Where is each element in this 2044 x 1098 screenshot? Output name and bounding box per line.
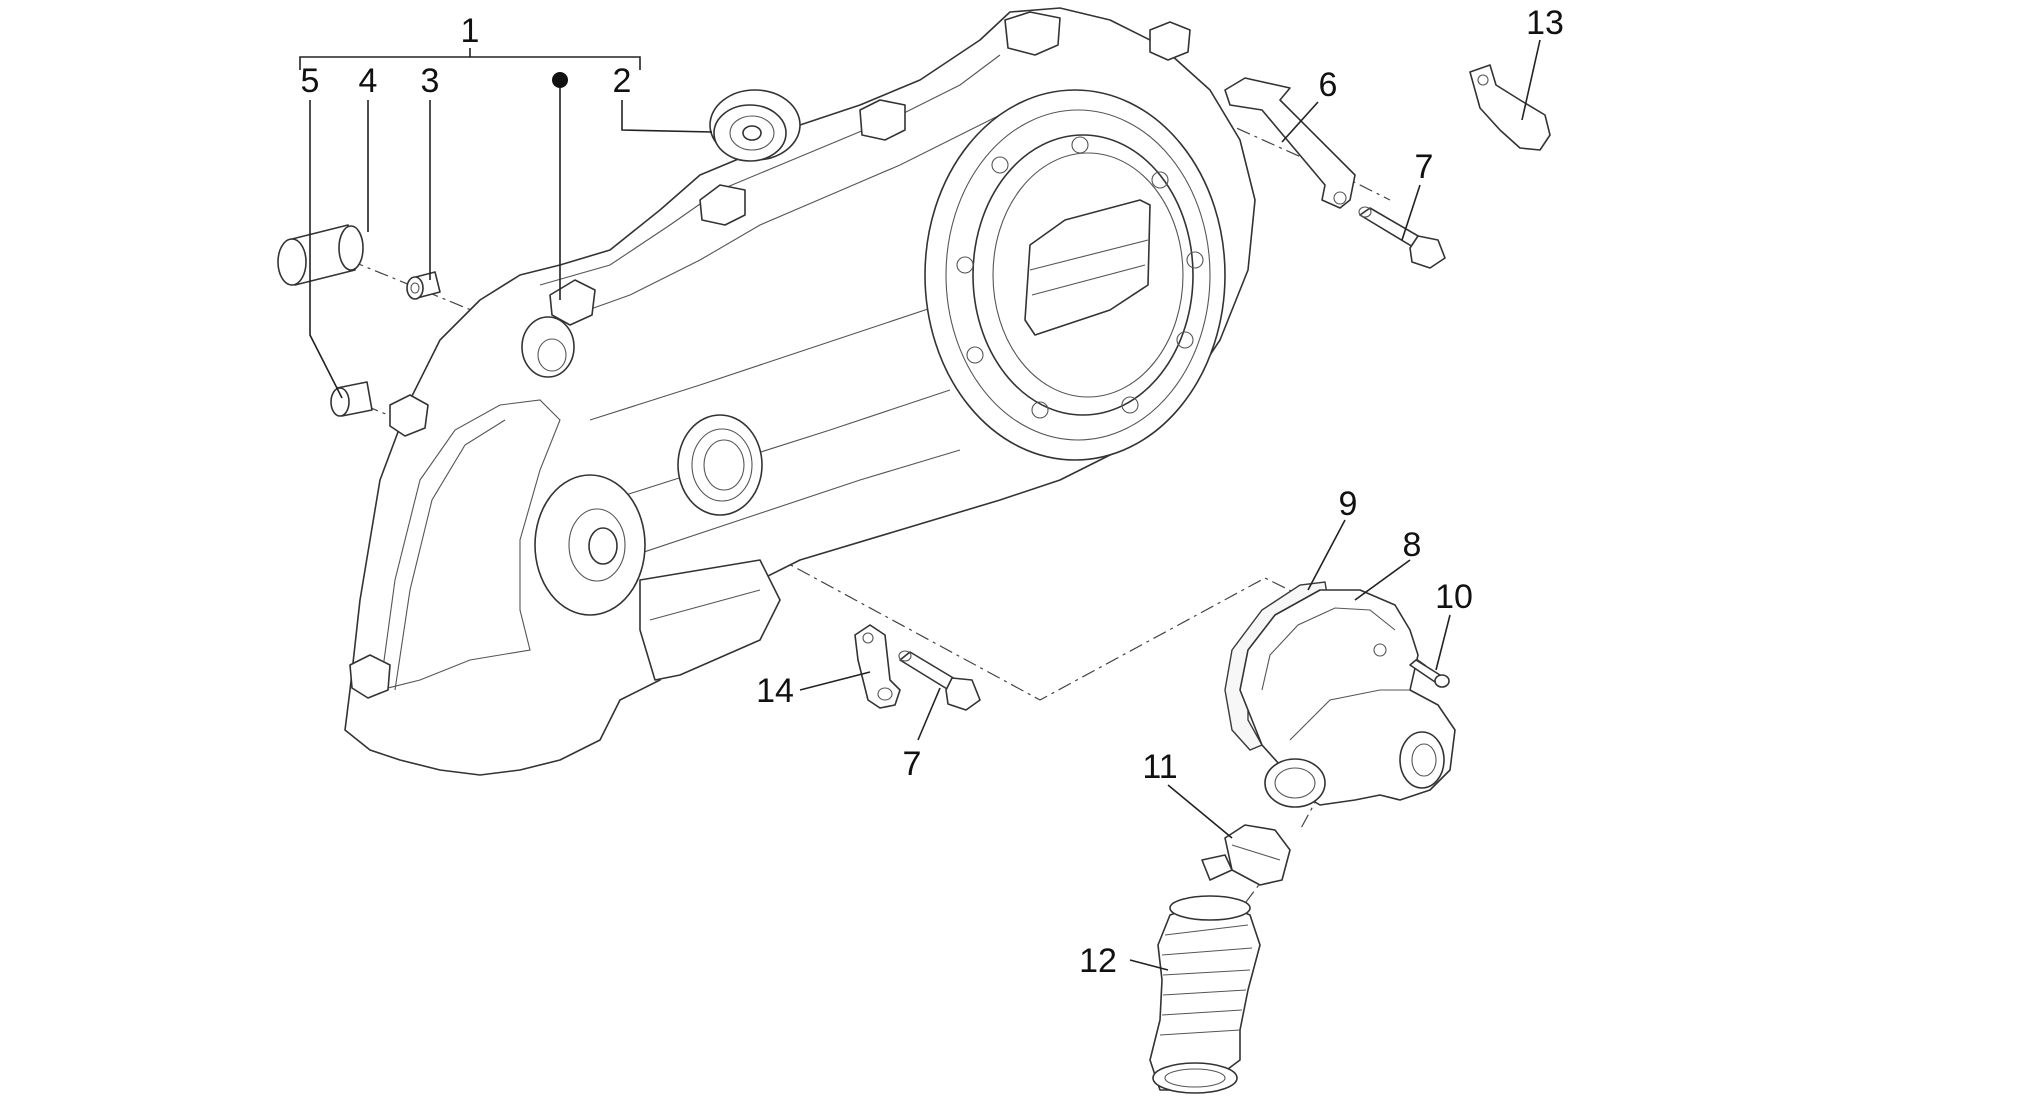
part-8-intake-housing [1239, 589, 1456, 808]
part-4-bushing [277, 224, 364, 286]
part-6-bracket [1224, 77, 1356, 209]
part-10-screw [1409, 659, 1450, 688]
part-13-clip [1469, 64, 1551, 151]
part-5-dowel [330, 381, 373, 417]
part-7-bolt-lower [898, 650, 981, 711]
callout-1: 1 [461, 12, 480, 50]
callout-6: 6 [1319, 66, 1338, 104]
callout-labels: 1 5 4 3 2 6 7 13 9 8 10 11 12 14 7 [301, 4, 1564, 980]
callout-5: 5 [301, 62, 320, 100]
callout-14: 14 [756, 672, 794, 710]
assembly-dot [552, 72, 568, 88]
callout-7-upper: 7 [1415, 148, 1434, 186]
callout-13: 13 [1526, 4, 1564, 42]
part-14-plate [854, 624, 901, 709]
part-7-bolt-upper [1358, 206, 1446, 269]
callout-4: 4 [359, 62, 378, 100]
callout-7-lower: 7 [903, 745, 922, 783]
transmission-cover [344, 7, 1256, 776]
callout-12: 12 [1079, 942, 1117, 980]
part-12-hose [1149, 895, 1261, 1094]
callout-11: 11 [1142, 748, 1177, 786]
part-11-damper [1201, 824, 1291, 886]
part-2-bearing [709, 89, 801, 162]
callout-10: 10 [1435, 578, 1473, 616]
part-3-spacer [406, 271, 441, 300]
callout-2: 2 [613, 62, 632, 100]
leader-lines [299, 39, 1541, 971]
callout-8: 8 [1403, 526, 1422, 564]
callout-3: 3 [421, 62, 440, 100]
callout-9: 9 [1339, 485, 1358, 523]
